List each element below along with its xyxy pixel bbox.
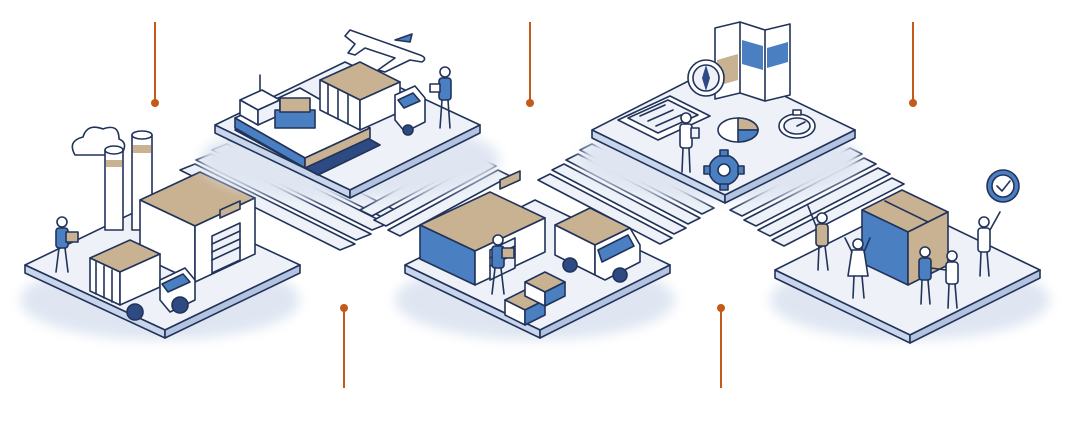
callout-shipping bbox=[526, 22, 534, 107]
gear-icon bbox=[703, 149, 745, 191]
callout-warehouse bbox=[340, 304, 348, 388]
stage-delivery bbox=[770, 169, 1050, 344]
person-icon bbox=[679, 112, 700, 173]
callout-delivery bbox=[717, 304, 725, 388]
box-icon bbox=[861, 189, 949, 286]
stage-shipping bbox=[200, 29, 500, 200]
chimney-icon bbox=[104, 130, 153, 231]
boxes-icon bbox=[504, 271, 566, 326]
callout-planning bbox=[909, 22, 917, 107]
truck-icon bbox=[394, 85, 426, 136]
compass-icon bbox=[687, 59, 725, 97]
pie-chart-icon bbox=[717, 117, 759, 143]
clipboard-icon bbox=[617, 95, 711, 141]
van-icon bbox=[554, 207, 641, 283]
stage-warehouse bbox=[395, 170, 675, 340]
worker-carrying-box-icon bbox=[55, 216, 79, 273]
worker-clipboard-icon bbox=[429, 66, 452, 129]
worker-carrying-box-icon bbox=[491, 234, 515, 295]
callout-factory bbox=[151, 22, 159, 107]
map-icon bbox=[714, 21, 791, 102]
cargo-ship-icon bbox=[234, 74, 371, 169]
stage-factory bbox=[20, 126, 301, 340]
garbage-truck-icon bbox=[89, 239, 196, 321]
handshake-icon bbox=[918, 246, 959, 309]
stage-planning bbox=[580, 21, 860, 204]
checkmark-icon bbox=[986, 169, 1020, 203]
stopwatch-icon bbox=[778, 109, 816, 139]
containers-icon bbox=[319, 61, 401, 131]
people-celebrating-icon bbox=[807, 205, 1001, 299]
airplane-icon bbox=[344, 29, 426, 73]
